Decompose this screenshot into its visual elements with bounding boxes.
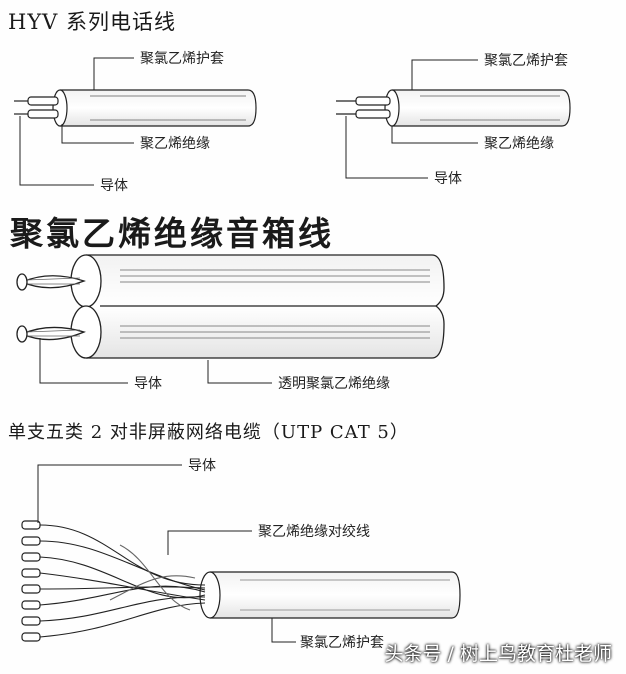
right-conductor-label: 导体: [434, 171, 462, 187]
utp-leaders: [37, 464, 296, 643]
speaker-leaders: [39, 338, 272, 384]
right-insulation-label: 聚乙烯绝缘: [484, 136, 554, 152]
hyv-telephone-wire-title: HYV 系列电话线: [8, 10, 177, 34]
hyv-right-leaders: [345, 59, 478, 179]
utp-wire-ends: [21, 520, 41, 642]
speaker-wire: [16, 254, 445, 359]
left-conductor-label: 导体: [100, 178, 128, 194]
right-sheath-label: 聚氯乙烯护套: [484, 53, 568, 69]
watermark: 头条号 / 树上鸟教育杜老师: [384, 643, 612, 665]
utp-twisted-pair-label: 聚乙烯绝缘对绞线: [258, 523, 370, 540]
speaker-conductor-label: 导体: [134, 376, 162, 392]
left-insulation-label: 聚乙烯绝缘: [140, 136, 210, 152]
utp-cable: [21, 520, 461, 642]
left-sheath-label: 聚氯乙烯护套: [140, 51, 224, 67]
hyv-cable-left: [14, 89, 257, 127]
speaker-insulation-label: 透明聚氯乙烯绝缘: [278, 376, 390, 392]
utp-sheath-label: 聚氯乙烯护套: [300, 635, 384, 651]
hyv-left-leaders: [19, 57, 134, 186]
utp-conductor-label: 导体: [188, 458, 216, 474]
hyv-cable-right: [336, 89, 571, 127]
speaker-wire-title: 聚氯乙烯绝缘音箱线: [10, 214, 334, 253]
utp-cat5-cable-title: 单支五类 2 对非屏蔽网络电缆（UTP CAT 5）: [8, 422, 409, 443]
utp-twisted-wires: [39, 524, 206, 638]
